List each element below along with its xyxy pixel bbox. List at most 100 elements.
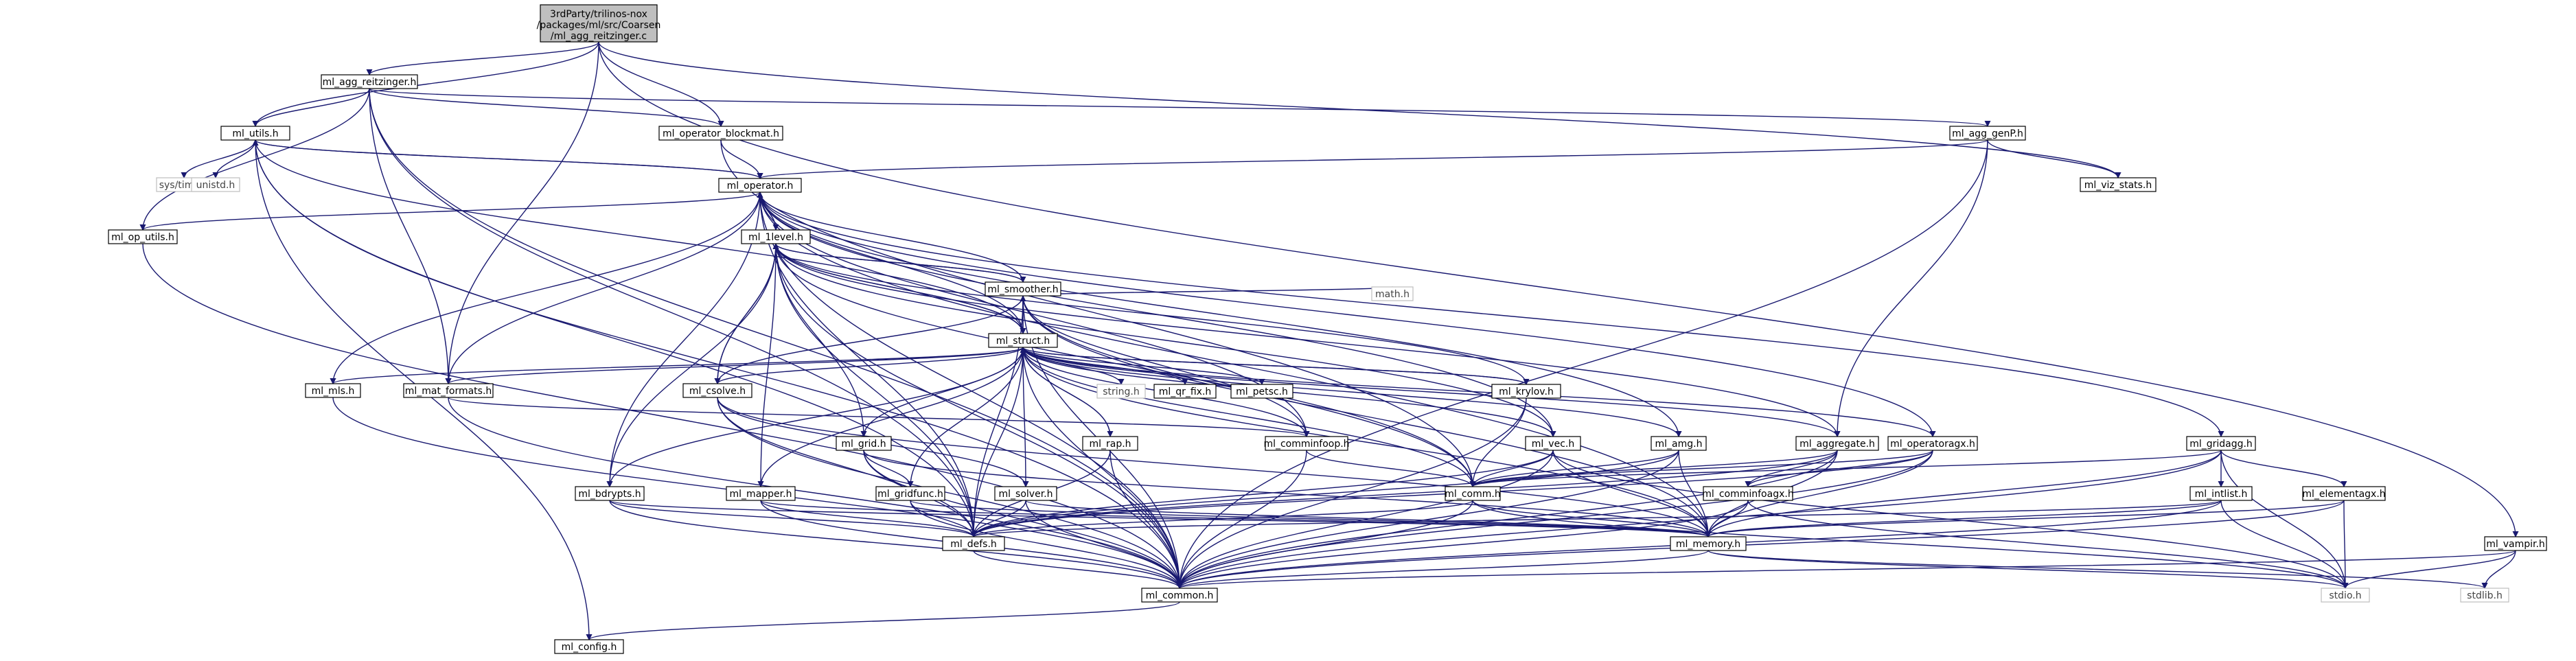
edge-onelevel-to-vec (775, 243, 1556, 437)
node-defs[interactable]: ml_defs.h (942, 536, 1005, 551)
node-comm[interactable]: ml_comm.h (1445, 486, 1501, 501)
node-label: ml_gridagg.h (2189, 439, 2253, 450)
node-stdio: stdio.h (2321, 588, 2370, 603)
node-box (1141, 588, 1218, 603)
node-vec[interactable]: ml_vec.h (1525, 436, 1581, 451)
node-root[interactable]: 3rdParty/trilinos-nox/packages/ml/src/Co… (537, 4, 661, 43)
node-common[interactable]: ml_common.h (1141, 588, 1218, 603)
node-label: ml_comm.h (1445, 489, 1500, 500)
node-memory[interactable]: ml_memory.h (1670, 536, 1747, 551)
node-agg_reitzinger[interactable]: ml_agg_reitzinger.h (321, 74, 418, 89)
node-box (108, 229, 178, 244)
node-viz_stats[interactable]: ml_viz_stats.h (2080, 177, 2157, 192)
edge-comm-to-common (1176, 500, 1473, 589)
node-operator[interactable]: ml_operator.h (718, 178, 802, 193)
edge-aggregate-to-defs (970, 450, 1838, 537)
node-label: ml_memory.h (1676, 539, 1740, 550)
edge-csolve-to-defs (717, 397, 977, 537)
node-config[interactable]: ml_config.h (554, 639, 624, 654)
node-comminfoagx[interactable]: ml_comminfoagx.h (1702, 486, 1794, 501)
edge-bdrypts-to-common (609, 500, 1183, 589)
node-box (321, 74, 418, 89)
edge-utils-to-defs (255, 139, 977, 537)
edge-grid-to-common (863, 450, 1183, 589)
edge-gridagg-to-stdio (2220, 450, 2349, 589)
edge-bdrypts-to-memory (609, 500, 1711, 537)
node-mls[interactable]: ml_mls.h (305, 383, 361, 398)
edge-smoother-to-onelevel (772, 243, 1024, 283)
node-struct[interactable]: ml_struct.h (988, 333, 1058, 348)
node-label: ml_vec.h (1532, 439, 1574, 450)
edge-amg-to-defs (970, 450, 1679, 537)
edge-gridfunc-to-memory (910, 500, 1712, 537)
node-agg_genp[interactable]: ml_agg_genP.h (1949, 126, 2026, 141)
edge-struct-to-mat_formats (445, 347, 1024, 384)
edge-root-to-utils (252, 41, 599, 127)
node-op_utils[interactable]: ml_op_utils.h (108, 229, 178, 244)
node-mat_formats[interactable]: ml_mat_formats.h (403, 383, 494, 398)
node-label: ml_op_utils.h (111, 232, 174, 243)
node-label: ml_common.h (1146, 590, 1214, 601)
node-solver[interactable]: ml_solver.h (994, 486, 1057, 501)
node-op_blockmat[interactable]: ml_operator_blockmat.h (658, 126, 783, 141)
node-label: stdio.h (2329, 590, 2361, 601)
node-box (575, 486, 645, 501)
node-mapper[interactable]: ml_mapper.h (726, 486, 796, 501)
node-smoother[interactable]: ml_smoother.h (985, 281, 1061, 297)
edge-struct-to-operator (757, 192, 1024, 334)
node-label: ml_gridfunc.h (877, 489, 943, 500)
node-bdrypts[interactable]: ml_bdrypts.h (575, 486, 645, 501)
node-intlist[interactable]: ml_intlist.h (2189, 486, 2253, 501)
edge-aggregate-to-comm (1469, 450, 1838, 487)
node-box (305, 383, 361, 398)
edge-struct-to-operatoragx (1022, 347, 1936, 437)
node-vampir[interactable]: ml_vampir.h (2484, 536, 2547, 551)
edge-comm-to-defs (970, 500, 1473, 537)
edge-agg_reitzinger-to-common (369, 88, 1183, 589)
node-label: ml_mls.h (312, 386, 355, 397)
root-label-line: 3rdParty/trilinos-nox (550, 9, 647, 20)
edge-smoother-to-comminfoop (1022, 295, 1310, 437)
node-elementagx[interactable]: ml_elementagx.h (2302, 486, 2386, 501)
edge-mat_formats-to-common (448, 397, 1183, 589)
edge-agg_genp-to-viz_stats (1987, 139, 2121, 178)
node-comminfoop[interactable]: ml_comminfoop.h (1263, 436, 1350, 451)
edge-operator-to-comminfoop (759, 192, 1310, 437)
node-petsc[interactable]: ml_petsc.h (1230, 384, 1293, 399)
root-label-line: /packages/ml/src/Coarsen (537, 20, 661, 31)
node-rap[interactable]: ml_rap.h (1082, 436, 1138, 451)
node-layer: 3rdParty/trilinos-nox/packages/ml/src/Co… (108, 4, 2547, 654)
node-krylov[interactable]: ml_krylov.h (1491, 384, 1561, 399)
node-box (726, 486, 796, 501)
edge-struct-to-gridfunc (907, 347, 1024, 487)
node-box (1670, 536, 1747, 551)
node-csolve[interactable]: ml_csolve.h (682, 383, 752, 398)
node-gridagg[interactable]: ml_gridagg.h (2186, 436, 2256, 451)
edge-onelevel-to-aggregate (775, 243, 1841, 437)
edge-elementagx-to-memory (1705, 500, 2345, 537)
edge-agg_genp-to-aggregate (1834, 139, 1988, 437)
node-amg[interactable]: ml_amg.h (1651, 436, 1707, 451)
node-box (985, 281, 1061, 297)
edge-smoother-to-math (1022, 286, 1395, 297)
node-onelevel[interactable]: ml_1level.h (741, 229, 811, 244)
node-label: stdlib.h (2467, 590, 2503, 601)
node-utils[interactable]: ml_utils.h (220, 126, 290, 141)
node-aggregate[interactable]: ml_aggregate.h (1795, 436, 1879, 451)
edge-operatoragx-to-comminfoagx (1745, 450, 1933, 487)
edge-onelevel-to-comm (775, 243, 1476, 487)
node-gridfunc[interactable]: ml_gridfunc.h (875, 486, 945, 501)
node-label: ml_bdrypts.h (578, 489, 641, 500)
node-box (2189, 486, 2253, 501)
node-grid[interactable]: ml_grid.h (836, 436, 892, 451)
edge-operator-to-utils (252, 139, 761, 179)
node-qr_fix[interactable]: ml_qr_fix.h (1153, 384, 1217, 399)
edge-operator-to-mat_formats (445, 192, 761, 384)
edge-operator-to-bdrypts (606, 192, 761, 487)
node-box (1096, 384, 1146, 399)
node-box (403, 383, 494, 398)
node-math: math.h (1371, 286, 1414, 301)
node-operatoragx[interactable]: ml_operatoragx.h (1887, 436, 1978, 451)
edge-vampir-to-common (1177, 550, 2516, 589)
